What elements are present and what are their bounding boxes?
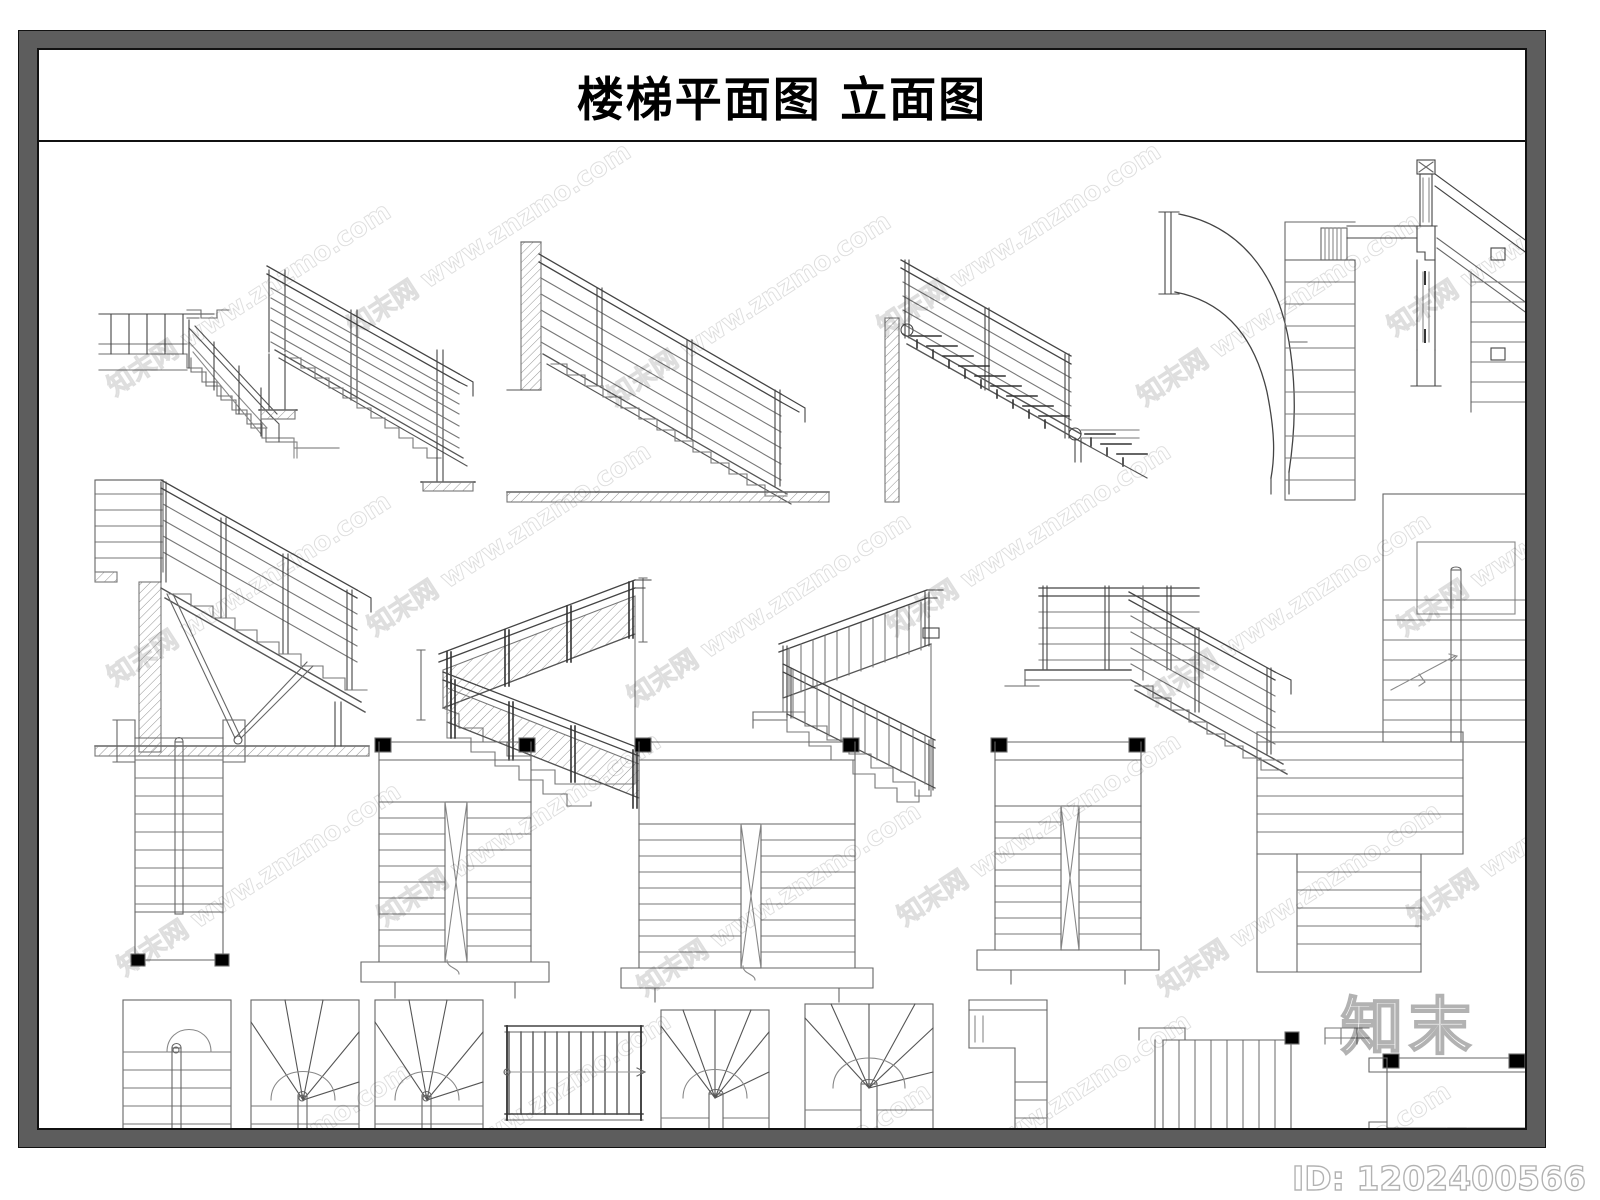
figure-curved-return-stair-plan (122, 999, 232, 1128)
figure-railing-post-connection-detail (1346, 159, 1525, 413)
figure-winder-stair-plan-right (374, 999, 484, 1128)
figure-stair-plan-with-up-arrow (1382, 493, 1525, 743)
figure-four-sided-stair-plan-with-void (1138, 1027, 1370, 1128)
figure-curved-sweeping-handrail-stair (1158, 211, 1356, 501)
figure-double-flight-v-stair-baluster-rail (752, 589, 944, 803)
page-title: 楼梯平面图 立面图 (576, 72, 988, 128)
figure-double-flight-stair-plan-with-void (360, 737, 550, 999)
figure-radial-winder-stair-plan (660, 1009, 770, 1128)
figure-winder-stair-plan-left (250, 999, 360, 1128)
figure-straight-run-stair-plan (112, 719, 246, 967)
figure-stair-elevation-on-hatched-wall (506, 241, 830, 505)
figure-baluster-railing-elevation (503, 1025, 647, 1121)
figure-braced-stringer-stair-elevation (94, 479, 372, 757)
cad-drawing-vector (94, 159, 1525, 1128)
title-block: 楼梯平面图 立面图 (39, 50, 1525, 142)
figure-cantilever-tread-stair-elevation (884, 259, 1148, 503)
figure-landing-stair-elevation-horizontal-rail (1004, 585, 1292, 775)
sheet-id-label: ID: 1202400566 (1291, 1158, 1586, 1198)
figure-u-turn-winder-stair-plan (804, 1003, 934, 1128)
brand-logo-watermark: 知末 (1340, 989, 1477, 1064)
figure-stair-elevation-small-with-landing (98, 309, 340, 459)
figure-straight-stair-elevation-horizontal-rail (258, 265, 476, 492)
figure-double-flight-stair-plan-narrow-void (976, 737, 1160, 985)
figure-double-flight-stair-plan-with-columns (1368, 1053, 1525, 1128)
drawing-sheet-inner: 楼梯平面图 立面图 (37, 48, 1527, 1130)
figure-double-flight-v-stair-glass-rail (416, 577, 652, 809)
figure-l-shaped-stair-plan (1256, 731, 1464, 973)
figure-stepped-landing-stair-plan (968, 999, 1048, 1128)
figure-double-flight-stair-plan-with-void-wide (620, 737, 874, 1003)
drawing-sheet-frame: 楼梯平面图 立面图 (18, 30, 1546, 1148)
